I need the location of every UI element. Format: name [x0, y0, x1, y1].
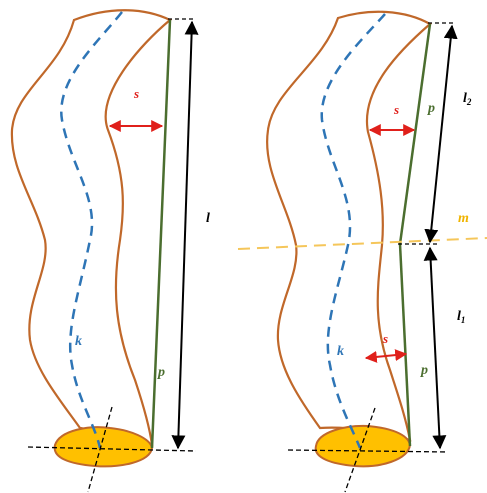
left-axis-cross-line: [87, 406, 113, 493]
right-root-apex: [314, 424, 412, 468]
left-root-apex: [53, 426, 154, 468]
right-label-l1-main: l: [457, 309, 461, 324]
left-canal-centerline: [60, 11, 123, 449]
right-axis-cross-line: [344, 407, 376, 493]
right-bottom-ref-line: [287, 449, 449, 453]
left-label-p: p: [157, 365, 165, 380]
left-label-s: s: [133, 86, 139, 101]
right-label-s-lower: s: [382, 331, 388, 346]
left-bottom-ref-line: [27, 446, 197, 452]
right-chord-p-lower: [398, 243, 412, 447]
right-length-arrow-l1: [423, 246, 447, 450]
right-label-m: m: [458, 211, 469, 226]
left-chord-p: [150, 19, 172, 449]
right-canal-centerline: [320, 13, 386, 449]
right-m-line: [237, 237, 487, 250]
right-label-l1-sub: 1: [461, 315, 466, 325]
right-label-s-upper: s: [393, 102, 399, 117]
right-label-l2-main: l: [463, 91, 467, 106]
right-label-l2-sub: 2: [466, 97, 472, 107]
right-chord-p-upper: [398, 23, 432, 245]
left-label-l: l: [206, 211, 210, 226]
left-label-k: k: [75, 334, 82, 349]
right-length-arrow-l2: [424, 24, 458, 244]
left-length-arrow: [171, 20, 199, 450]
right-label-p-upper: p: [427, 101, 435, 116]
left-panel: s k p l: [10, 9, 210, 493]
right-label-l2: l2: [463, 91, 472, 107]
right-thickness-arrow-lower: [364, 349, 408, 363]
right-label-k: k: [337, 344, 344, 359]
right-label-l1: l1: [457, 309, 465, 325]
right-label-p-lower: p: [420, 363, 428, 378]
right-panel: s s k p p m l2 l1: [237, 10, 487, 493]
